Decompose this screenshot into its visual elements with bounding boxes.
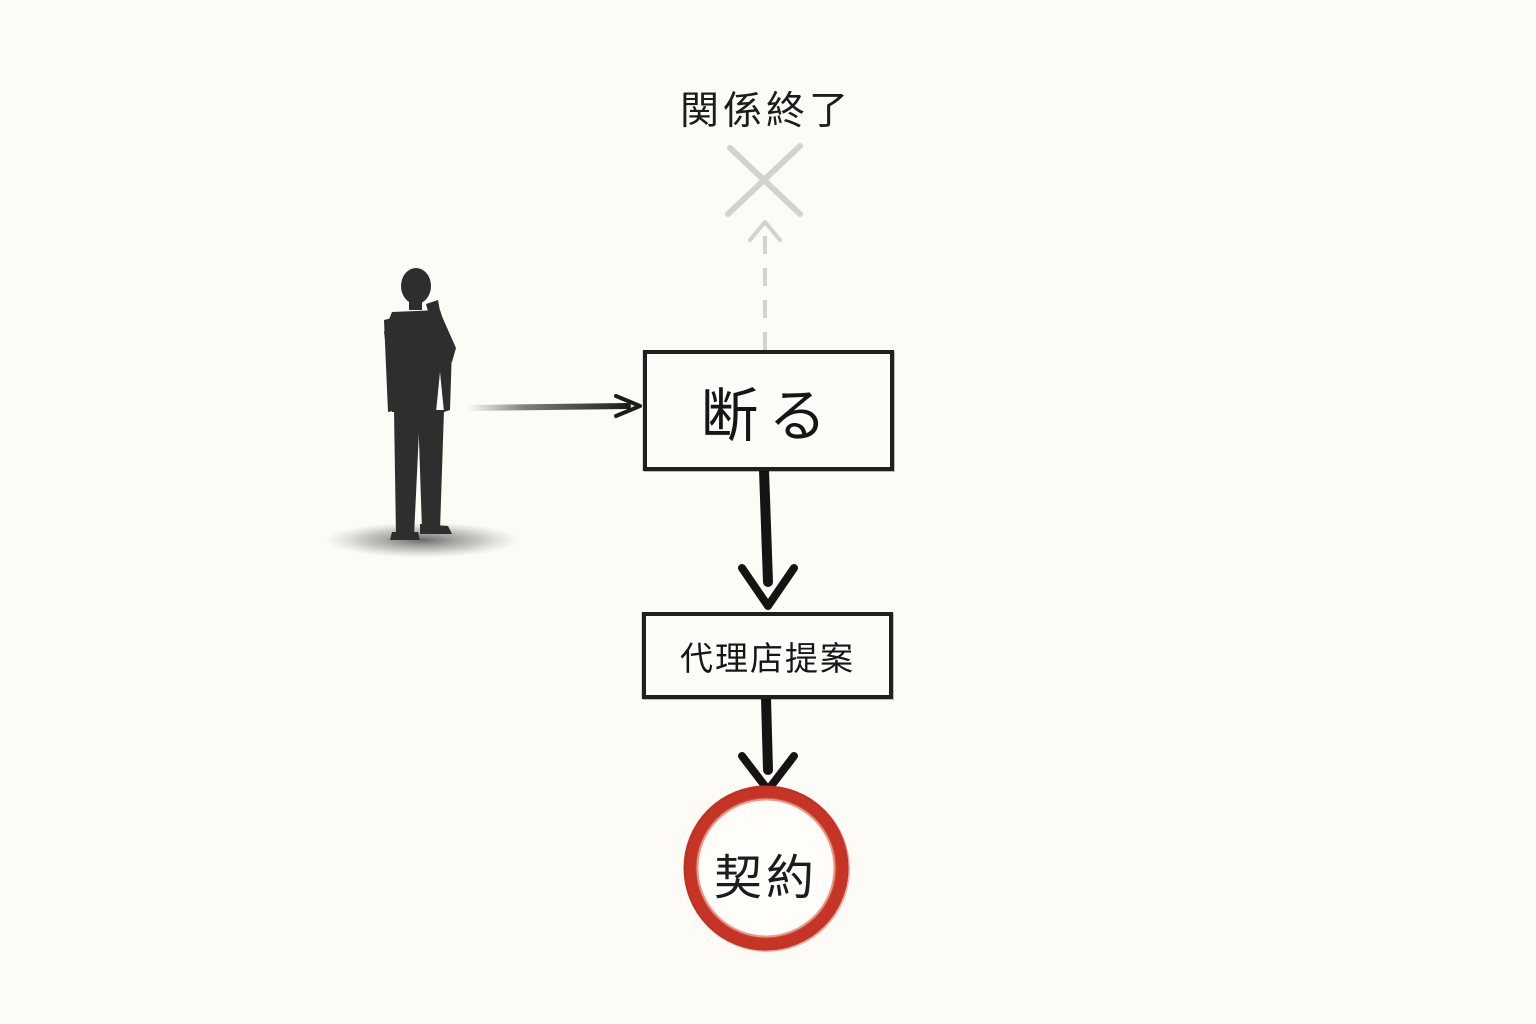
arrow-figure-to-main	[465, 394, 642, 418]
thinking-businessman-icon	[324, 268, 520, 558]
result-seal-circle	[683, 785, 850, 952]
arrow-main-to-second	[738, 465, 798, 610]
dashed-arrow-up	[748, 220, 782, 350]
end-label: 関係終了	[679, 89, 852, 134]
result-label: 契約	[713, 850, 818, 906]
main-decision-box: 断る	[643, 350, 894, 471]
main-decision-text: 断る	[700, 381, 837, 450]
arrow-second-to-result	[738, 693, 798, 794]
cross-mark-icon	[725, 143, 803, 217]
agency-proposal-box: 代理店提案	[642, 612, 893, 699]
agency-proposal-text: 代理店提案	[680, 638, 855, 678]
